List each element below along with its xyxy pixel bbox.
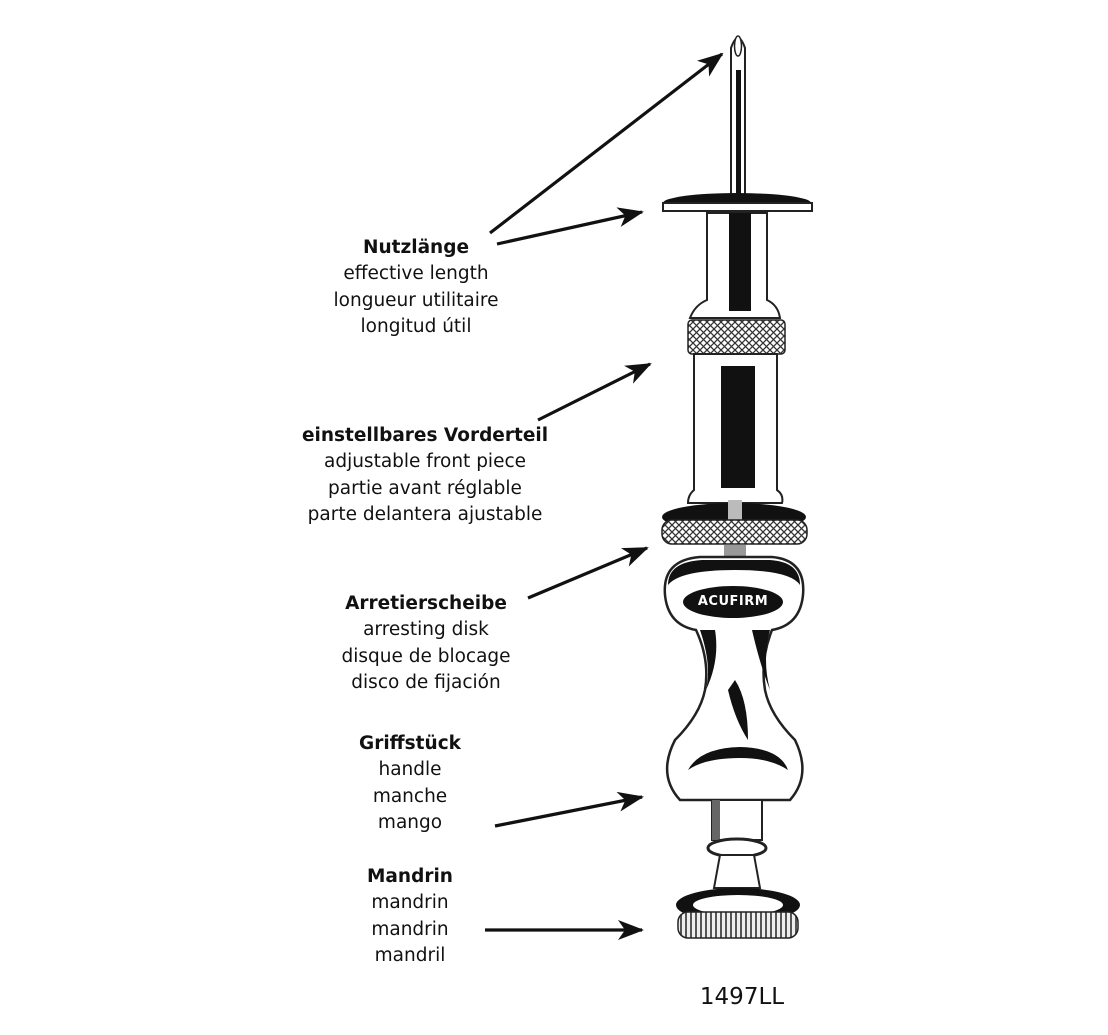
label-line: partie avant réglable [328,477,522,499]
label-title: Arretierscheibe [345,593,507,614]
label-line: longitud útil [360,315,472,337]
arrow-arresting-disk [527,546,649,600]
label-line: longueur utilitaire [333,289,499,311]
arrow-handle [494,791,644,828]
label-effective-length: Nutzlänge effective length longueur util… [334,235,499,340]
label-line: handle [378,759,442,781]
label-title: Nutzlänge [362,237,470,258]
label-line: disque de blocage [341,645,511,667]
arresting-disk-shape [661,500,808,545]
label-line: adjustable front piece [323,451,527,473]
label-line: manche [372,785,448,807]
flange-disk [662,193,813,213]
label-title: Mandrin [367,866,453,887]
arrow-needle-tip [489,52,724,235]
label-line: effective length [343,263,489,285]
arrows [485,52,724,940]
label-adjustable-front-piece: einstellbares Vorderteil adjustable fron… [302,423,548,528]
label-handle: Griffstück handle manche mango [359,731,461,836]
knurled-ring [687,319,786,355]
handle-shape [663,545,805,802]
model-number: 1497LL [699,984,785,1010]
arrow-front-piece [537,362,652,422]
label-mandrin: Mandrin mandrin mandrin mandril [367,864,453,969]
lower-barrel [686,353,784,504]
label-line: mandrin [371,918,449,940]
upper-barrel [688,212,782,319]
label-line: mandril [374,944,446,966]
label-line: mango [377,811,443,833]
label-line: disco de fijación [351,671,501,693]
label-line: arresting disk [363,619,489,641]
arrow-flange [496,207,644,246]
brand-logo: ACUFIRM [697,594,769,609]
label-line: mandrin [371,892,449,914]
label-title: einstellbares Vorderteil [301,425,549,446]
label-arresting-disk: Arretierscheibe arresting disk disque de… [341,591,510,696]
mandrin-shape [676,799,800,939]
needle [730,35,746,201]
brand-plate [683,586,783,618]
label-line: parte delantera ajustable [307,503,543,525]
label-title: Griffstück [359,733,461,754]
